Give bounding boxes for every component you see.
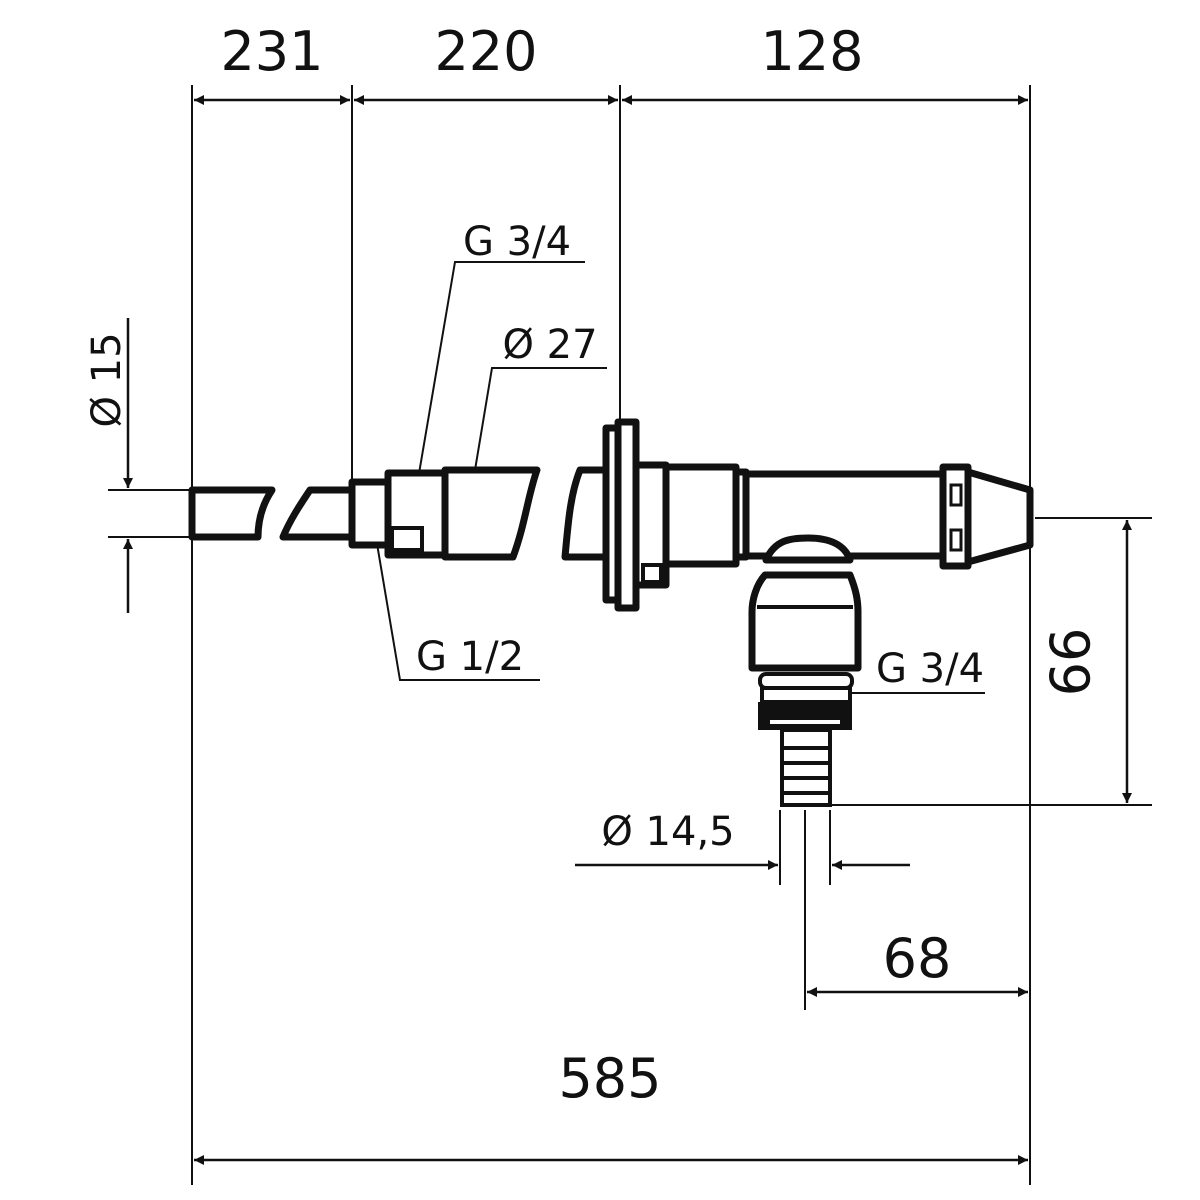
dimension-lines — [123, 95, 1132, 1165]
dim-d145-label: Ø 14,5 — [601, 809, 734, 855]
dim-d15-label: Ø 15 — [84, 332, 130, 427]
dim-128-label: 128 — [760, 20, 863, 83]
supply-pipe — [188, 466, 614, 561]
dim-220-label: 220 — [434, 20, 537, 83]
dim-99-label: 99 — [1037, 628, 1100, 697]
sleeve-diameter-label: Ø 27 — [502, 322, 597, 368]
thread-label-g34-inlet: G 3/4 — [463, 219, 571, 265]
dim-585-label: 585 — [558, 1047, 661, 1110]
hose-outlet — [748, 534, 862, 807]
thread-label-g12: G 1/2 — [416, 634, 524, 680]
thread-label-g34-outlet: G 3/4 — [876, 646, 984, 692]
extension-lines — [108, 85, 1152, 1185]
dim-68-label: 68 — [883, 927, 952, 990]
valve-body — [602, 418, 1034, 612]
dim-231-label: 231 — [220, 20, 323, 83]
